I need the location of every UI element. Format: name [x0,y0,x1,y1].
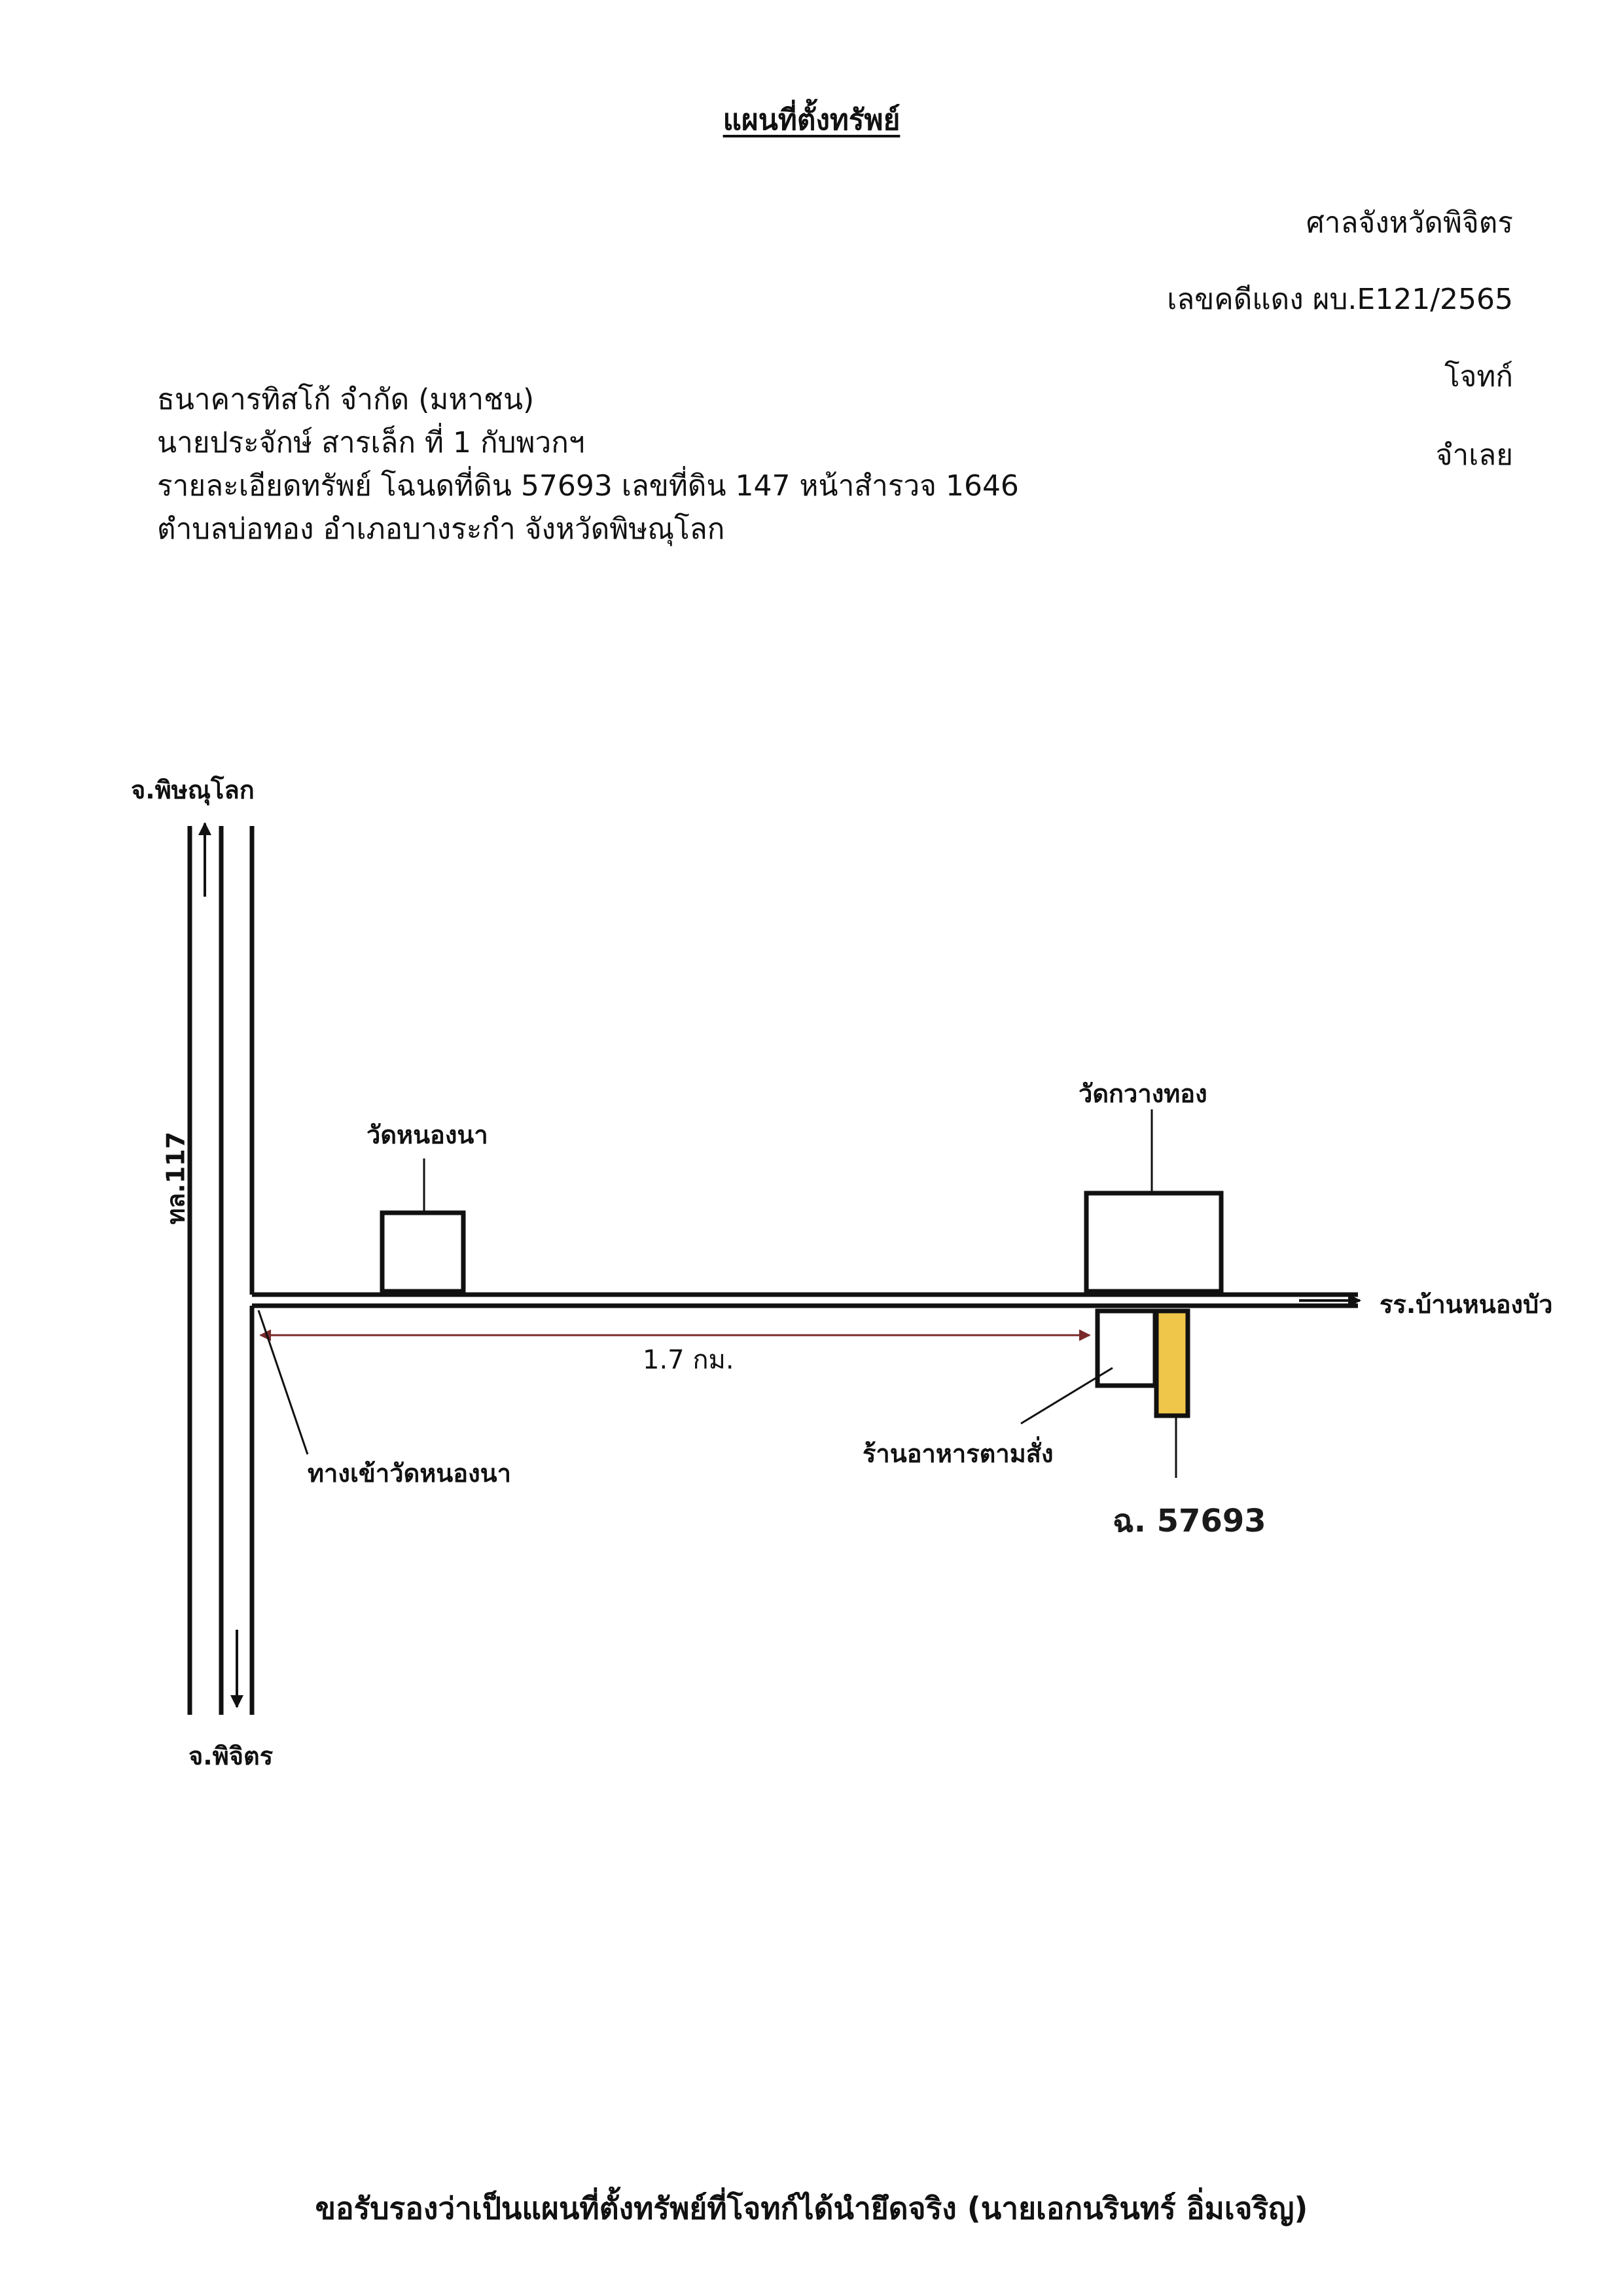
temple-kwang-thong-building [1084,1191,1224,1294]
certification-statement: ขอรับรองว่าเป็นแผนที่ตั้งทรัพย์ที่โจทก์ไ… [315,2191,1308,2226]
restaurant-label: ร้านอาหารตามสั่ง [863,1439,1054,1468]
defendant-role-label: จำเลย [1435,439,1513,472]
restaurant-leader [1020,1367,1113,1425]
property-location: ตำบลบ่อทอง อำเภอบางระกำ จังหวัดพิษณุโลก [157,512,725,546]
temple-kwang-thong-label: วัดกวางทอง [1079,1079,1207,1108]
entrance-leader [257,1310,309,1455]
highway-label: ทล.117 [161,1131,190,1225]
restaurant-building [1095,1308,1158,1388]
school-destination-label: รร.บ้านหนองบัว [1380,1290,1553,1319]
document-title: แผนที่ตั้งทรัพย์ [722,103,901,137]
case-number: เลขคดีแดง ผบ.E121/2565 [1167,283,1513,316]
parcel-57693-plot [1154,1308,1190,1418]
parcel-label: ฉ. 57693 [1113,1503,1266,1539]
entrance-label: ทางเข้าวัดหนองนา [308,1459,511,1488]
defendant-name: นายประจักษ์ สารเล็ก ที่ 1 กับพวกฯ [157,426,585,459]
court-name: ศาลจังหวัดพิจิตร [1306,206,1513,240]
plaintiff-role-label: โจทก์ [1444,360,1513,393]
south-destination-label: จ.พิจิตร [188,1742,274,1770]
party-info-block: ธนาคารทิสโก้ จำกัด (มหาชน) นายประจักษ์ ส… [157,378,1019,551]
north-destination-label: จ.พิษณุโลก [131,776,255,804]
temple-nong-na-label: วัดหนองนา [366,1121,488,1149]
plaintiff-name: ธนาคารทิสโก้ จำกัด (มหาชน) [157,383,535,416]
property-detail: รายละเอียดทรัพย์ โฉนดที่ดิน 57693 เลขที่… [157,469,1019,503]
distance-label: 1.7 กม. [643,1345,734,1375]
temple-nong-na-building [380,1210,466,1294]
